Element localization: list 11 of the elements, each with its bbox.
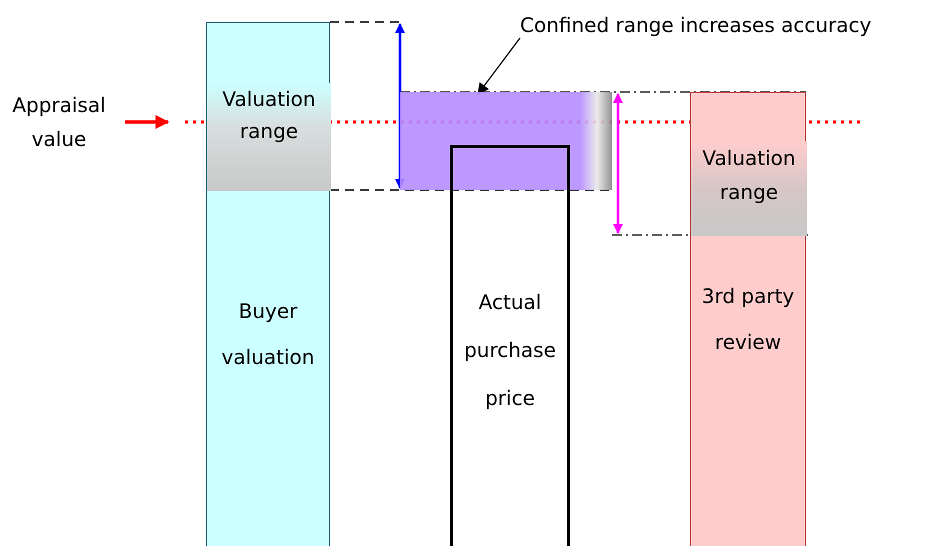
box-shape	[400, 92, 612, 190]
callout-text: Confined range increases accuracy	[520, 8, 925, 42]
annotation-text: Appraisal value	[0, 88, 118, 156]
range-band: Valuation range	[207, 83, 331, 191]
arrow	[477, 38, 521, 95]
bar-label: 3rd party review	[700, 283, 796, 356]
arrow	[125, 115, 170, 129]
value-bar	[690, 92, 806, 546]
bar-label: Buyer valuation	[220, 298, 316, 371]
value-bar	[206, 22, 330, 546]
range-band: Valuation range	[691, 141, 807, 236]
